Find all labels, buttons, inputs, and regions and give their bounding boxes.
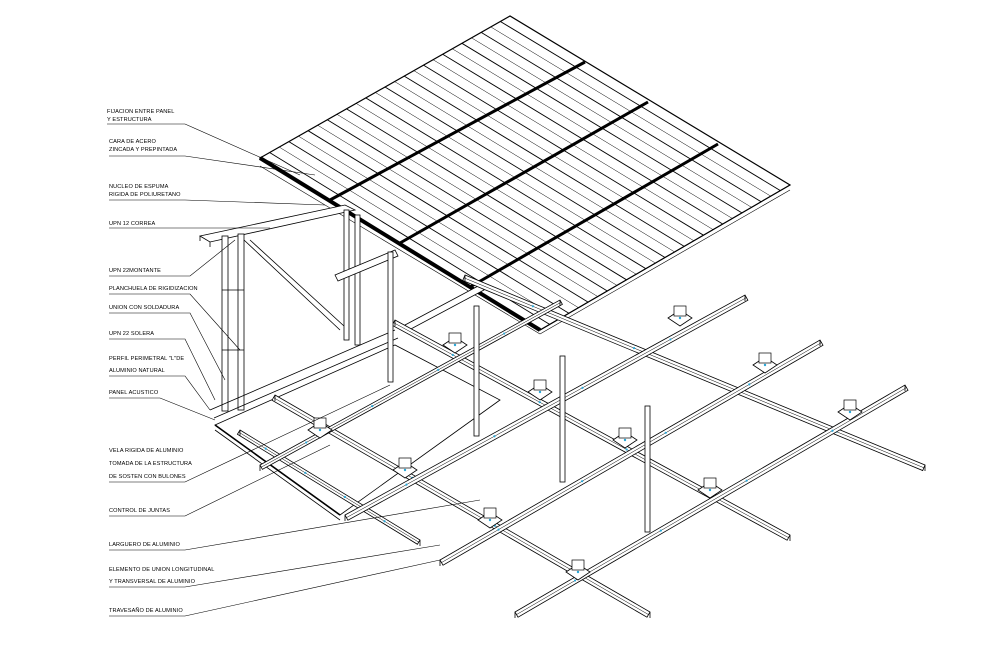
grid-profile: [462, 274, 926, 472]
label-nucleo-1: NUCLEO DE ESPUMA: [109, 184, 169, 190]
label-group: FIJACION ENTRE PANEL Y ESTRUCTURA CARA D…: [107, 109, 481, 617]
grid-connector: [477, 507, 503, 529]
label-vela-3: DE SOSTEN CON BULONES: [109, 474, 186, 480]
grid-connector: [565, 559, 591, 581]
grid-connector: [697, 477, 723, 499]
label-solera: UPN 22 SOLERA: [109, 331, 154, 337]
grid-connector: [307, 417, 333, 439]
label-panel: PANEL ACUSTICO: [109, 390, 159, 396]
label-nucleo-2: RIGIDA DE POLIURETANO: [109, 192, 181, 198]
grid-profile: [344, 294, 749, 521]
label-fijacion-2: Y ESTRUCTURA: [107, 117, 152, 123]
grid-connector: [667, 305, 693, 327]
label-perfil-2: ALUMINIO NATURAL: [109, 368, 165, 374]
grid-connector: [527, 379, 553, 401]
grid-profile: [439, 339, 824, 566]
acoustic-panel: [214, 344, 501, 521]
label-planchuela: PLANCHUELA DE RIGIDIZACION: [109, 286, 198, 292]
label-perfil-1: PERFIL PERIMETRAL "L"DE: [109, 356, 184, 362]
label-control: CONTROL DE JUNTAS: [109, 508, 170, 514]
grid-connector: [612, 427, 638, 449]
grid-connector: [752, 352, 778, 374]
grid-profile: [236, 429, 421, 546]
label-correa: UPN 12 CORREA: [109, 221, 156, 227]
grid-profile: [271, 394, 651, 618]
label-montante: UPN 22MONTANTE: [109, 268, 161, 274]
grid-profile: [259, 299, 563, 471]
label-travesano: TRAVESAÑO DE ALUMINIO: [109, 607, 183, 614]
support-frame: [198, 204, 485, 419]
label-cara-1: CARA DE ACERO: [109, 139, 157, 145]
label-vela-2: TOMADA DE LA ESTRUCTURA: [109, 461, 192, 467]
roof-panel: [258, 15, 792, 335]
label-union: UNION CON SOLDADURA: [109, 305, 179, 311]
grid-connector: [837, 399, 863, 421]
aluminium-grid: [236, 274, 926, 618]
grid-connector: [442, 332, 468, 354]
grid-profile: [514, 384, 909, 618]
hanger-rods: [387, 251, 651, 533]
grid-connector: [392, 457, 418, 479]
label-cara-2: ZINCADA Y PREPINTADA: [109, 147, 177, 153]
label-elemento-1: ELEMENTO DE UNION LONGITUDINAL: [109, 567, 214, 573]
label-fijacion-1: FIJACION ENTRE PANEL: [107, 109, 174, 115]
label-vela-1: VELA RIGIDA DE ALUMINIO: [109, 448, 184, 454]
label-larguero: LARGUERO DE ALUMINIO: [109, 542, 181, 548]
label-elemento-2: Y TRANSVERSAL DE ALUMINIO: [109, 579, 196, 585]
